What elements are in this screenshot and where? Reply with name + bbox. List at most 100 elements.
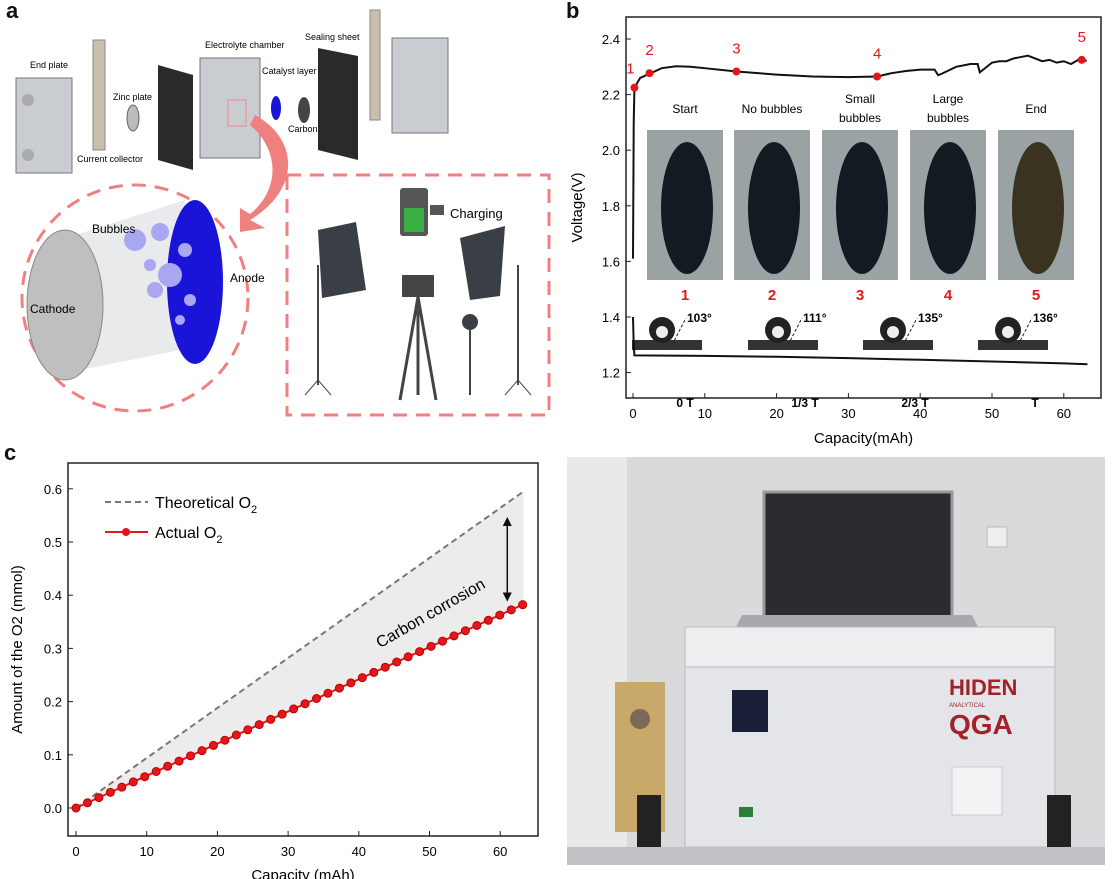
marker-point: [630, 83, 639, 92]
stage-label: No bubbles: [742, 102, 803, 116]
y-tick-label: 2.4: [602, 32, 620, 47]
panel-a-schematic: End plate Current collector Zinc plate E…: [15, 9, 551, 417]
time-label: T: [1031, 396, 1039, 410]
y-axis-title: Amount of the O2 (mmol): [9, 565, 26, 733]
x-tick-label: 60: [493, 844, 507, 859]
electrode-surface: [836, 142, 888, 274]
data-point: [140, 772, 150, 782]
wall-switch: [986, 526, 1008, 548]
softbox-light-right-icon: [460, 226, 532, 396]
data-point: [105, 787, 115, 797]
catalyst-layer: [271, 96, 281, 120]
zinc-plate: [126, 104, 140, 132]
electrode-surface: [1012, 142, 1064, 274]
cathode-disc: [26, 229, 104, 381]
data-point: [186, 751, 196, 761]
contact-angle: 136°: [1033, 311, 1058, 325]
label-electrolyte-chamber: Electrolyte chamber: [205, 40, 285, 50]
data-point: [449, 631, 459, 641]
laptop: [735, 490, 979, 629]
battery-charging-icon: [400, 188, 444, 236]
data-point: [117, 782, 127, 792]
setup-box: [285, 173, 551, 417]
x-tick-label: 50: [985, 406, 999, 421]
y-tick-label: 2.2: [602, 88, 620, 103]
label-current-collector: Current collector: [77, 154, 143, 164]
marker-point: [1077, 55, 1086, 64]
x-axis-title: Capacity(mAh): [814, 430, 913, 447]
electrode-surface: [661, 142, 713, 274]
spotlight-icon: [462, 314, 478, 395]
data-point: [506, 605, 516, 615]
x-tick-label: 0: [629, 406, 636, 421]
plot-frame: [625, 16, 1102, 399]
y-tick-label: 0.3: [44, 641, 62, 656]
legend-label-theoretical: Theoretical O2: [155, 495, 257, 516]
x-tick-label: 30: [281, 844, 295, 859]
substrate: [978, 340, 1048, 350]
y-tick-label: 0.0: [44, 801, 62, 816]
brand-logo: HIDEN: [949, 675, 1017, 700]
legend-marker-actual: [122, 528, 130, 536]
y-tick-label: 0.1: [44, 748, 62, 763]
data-point: [254, 720, 264, 730]
stage-label: bubbles: [927, 111, 969, 125]
marker-label: 1: [626, 61, 634, 78]
stage-label: End: [1025, 102, 1046, 116]
x-tick-label: 20: [769, 406, 783, 421]
time-label: 0 T: [676, 396, 694, 410]
current-collector-right: [369, 9, 381, 121]
qga-box: HIDEN ANALYTICAL QGA: [684, 626, 1056, 848]
power-switch[interactable]: [739, 807, 753, 817]
plot-frame: [67, 462, 539, 837]
marker-point: [732, 67, 741, 76]
y-tick-label: 0.2: [44, 695, 62, 710]
marker-label: 3: [732, 41, 740, 58]
label-zinc-plate: Zinc plate: [113, 92, 152, 102]
carbon-paper: [298, 97, 310, 123]
series-actual: [75, 603, 524, 809]
angle-line: [902, 317, 918, 346]
contact-angle: 111°: [803, 311, 827, 325]
data-point: [438, 636, 448, 646]
bubbles: [124, 223, 196, 325]
stage-number: 1: [681, 287, 689, 304]
y-tick-label: 1.2: [602, 366, 620, 381]
data-point: [231, 730, 241, 740]
status-panel: [951, 766, 1003, 816]
camera-tripod-icon: [398, 275, 438, 401]
data-point: [300, 699, 310, 709]
data-point: [243, 725, 253, 735]
marker-point: [873, 72, 882, 81]
stage-number: 4: [944, 287, 953, 304]
y-tick-label: 2.0: [602, 143, 620, 158]
electrode-surface: [748, 142, 800, 274]
angle-line: [671, 317, 687, 346]
data-point: [346, 678, 356, 688]
x-tick-label: 20: [210, 844, 224, 859]
data-point: [220, 735, 230, 745]
y-tick-label: 1.4: [602, 310, 620, 325]
data-point: [323, 688, 333, 698]
substrate: [863, 340, 933, 350]
x-tick-label: 50: [422, 844, 436, 859]
electrolyte-chamber: [199, 57, 261, 159]
series-discharge: [632, 316, 1088, 366]
label-carbon-paper: Carbon paper: [288, 124, 343, 134]
contact-angle: 135°: [918, 311, 943, 325]
model-label: QGA: [949, 709, 1013, 740]
droplet-highlight: [772, 326, 784, 338]
brand-sub: ANALYTICAL: [949, 703, 986, 709]
x-tick-label: 40: [352, 844, 366, 859]
angle-line: [787, 317, 803, 346]
data-point: [415, 647, 425, 657]
data-point: [82, 798, 92, 808]
x-tick-label: 30: [841, 406, 855, 421]
x-tick-label: 0: [72, 844, 79, 859]
arrow-heads: [502, 516, 512, 602]
data-point: [174, 756, 184, 766]
data-point: [380, 662, 390, 672]
gasket-left: [158, 65, 193, 170]
data-point: [392, 657, 402, 667]
marker-label: 5: [1078, 29, 1086, 46]
